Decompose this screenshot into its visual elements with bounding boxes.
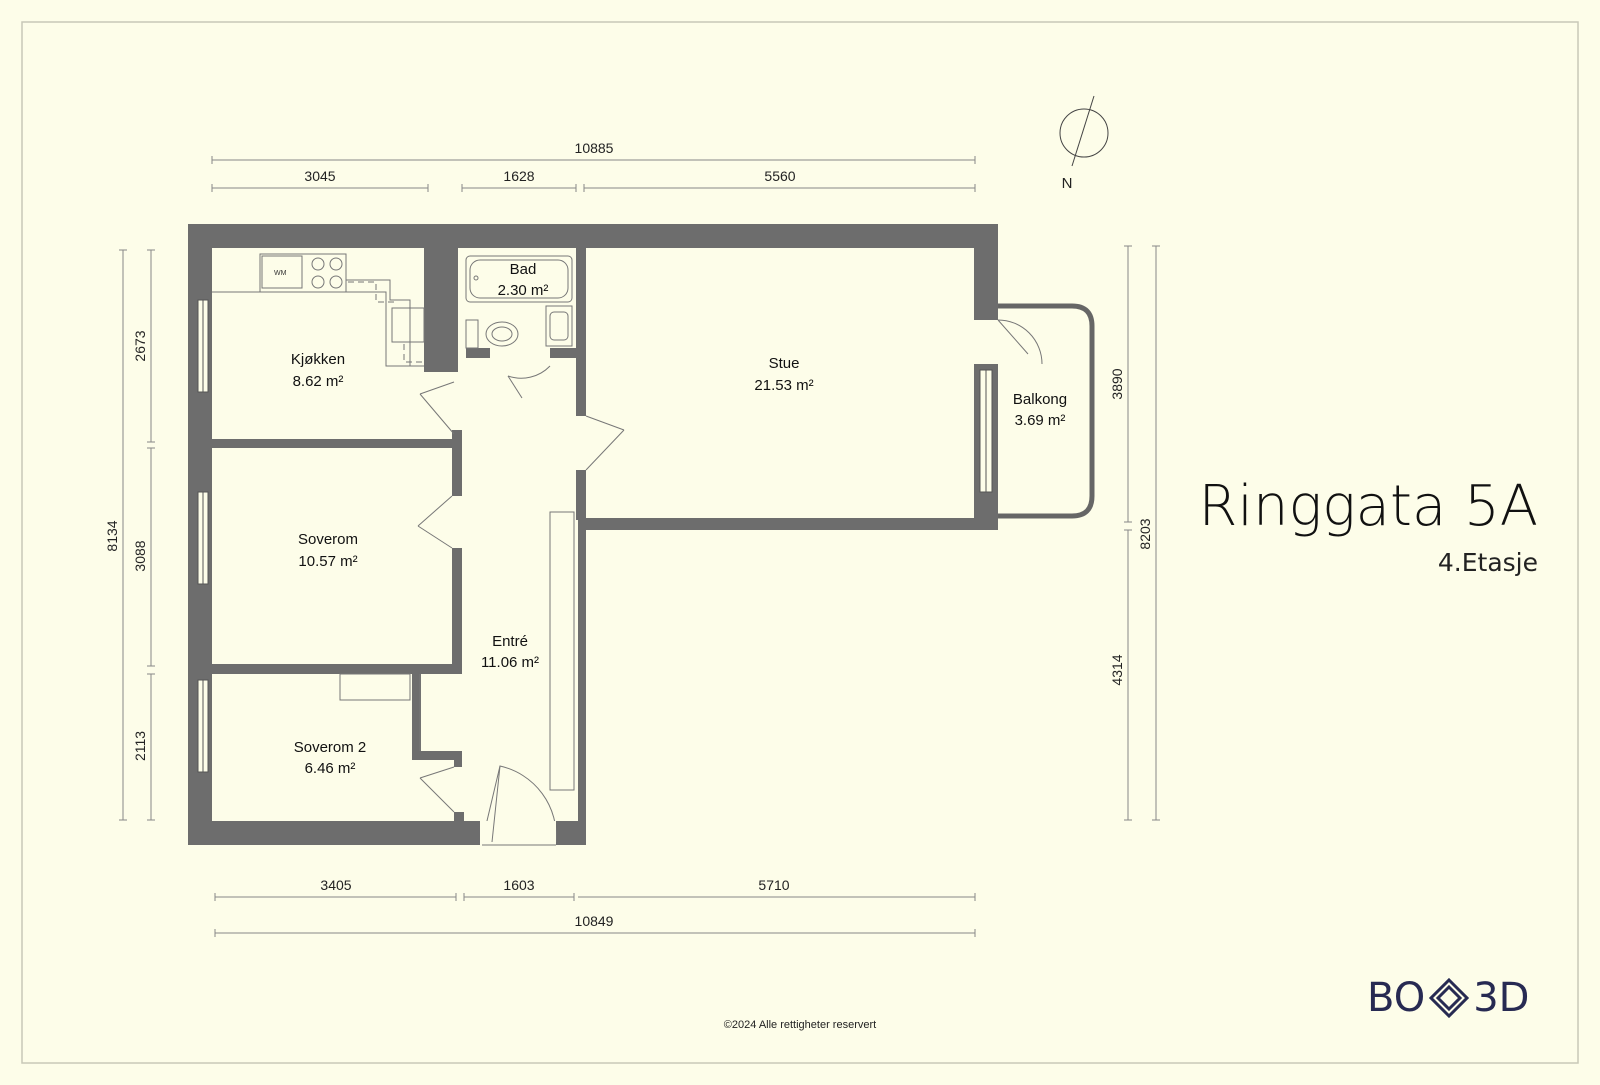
balcony-door-gap	[974, 320, 998, 364]
windows	[197, 299, 993, 773]
diamond-logo-icon	[1429, 978, 1470, 1018]
dimension-labels: 10885 3045 1628 5560 3405 1603 5710 1084…	[104, 140, 1153, 929]
dim-top-total: 10885	[575, 140, 614, 156]
dim-right-2: 4314	[1109, 654, 1125, 685]
bo3d-logo: BO 3D	[1367, 975, 1529, 1021]
dim-right-total: 8203	[1137, 518, 1153, 549]
room-labels: Kjøkken 8.62 m² Bad 2.30 m² Stue 21.53 m…	[291, 261, 1067, 777]
dim-left-1: 2673	[132, 330, 148, 361]
room-stue-name: Stue	[769, 355, 800, 372]
balcony-door	[997, 319, 1043, 365]
dim-left-total: 8134	[104, 520, 120, 551]
doors	[417, 365, 625, 846]
property-title: Ringgata 5A	[1198, 474, 1539, 539]
room-kjokken-name: Kjøkken	[291, 351, 345, 368]
dim-top-3: 5560	[764, 168, 795, 184]
floor-subtitle: 4.Etasje	[1437, 548, 1538, 577]
dim-bottom-total: 10849	[575, 913, 614, 929]
room-kjokken-area: 8.62 m²	[293, 373, 344, 390]
washing-machine-label: WM	[274, 270, 287, 277]
dim-left-3: 2113	[132, 731, 148, 761]
room-soverom-name: Soverom	[298, 531, 358, 548]
room-bad-area: 2.30 m²	[498, 282, 549, 299]
room-soverom-area: 10.57 m²	[298, 553, 357, 570]
washing-machine-icon	[261, 255, 303, 289]
compass-label: N	[1062, 175, 1073, 192]
room-balkong-area: 3.69 m²	[1015, 412, 1066, 429]
room-entre-area: 11.06 m²	[481, 654, 539, 671]
dim-left-2: 3088	[132, 540, 148, 571]
dim-bottom-3: 5710	[758, 877, 789, 893]
room-balkong-name: Balkong	[1013, 391, 1067, 408]
dim-bottom-1: 3405	[320, 877, 351, 893]
dim-bottom-2: 1603	[503, 877, 534, 893]
dimension-lines	[119, 156, 1160, 937]
room-entre-name: Entré	[492, 633, 528, 650]
copyright-notice: ©2024 Alle rettigheter reservert	[723, 1019, 877, 1031]
dim-right-1: 3890	[1109, 368, 1125, 399]
logo-text-right: 3D	[1473, 975, 1530, 1021]
page-border	[21, 21, 1579, 1064]
balcony-railing	[998, 303, 1095, 519]
room-stue-area: 21.53 m²	[754, 377, 813, 394]
room-soverom2-area: 6.46 m²	[305, 760, 356, 777]
dim-top-2: 1628	[503, 168, 534, 184]
room-soverom2-name: Soverom 2	[294, 739, 367, 756]
north-compass-icon: N	[1059, 95, 1109, 192]
logo-text-left: BO	[1367, 975, 1426, 1021]
room-bad-name: Bad	[510, 261, 537, 278]
fixtures	[212, 253, 575, 791]
dim-top-1: 3045	[304, 168, 335, 184]
room-floors	[212, 248, 424, 439]
